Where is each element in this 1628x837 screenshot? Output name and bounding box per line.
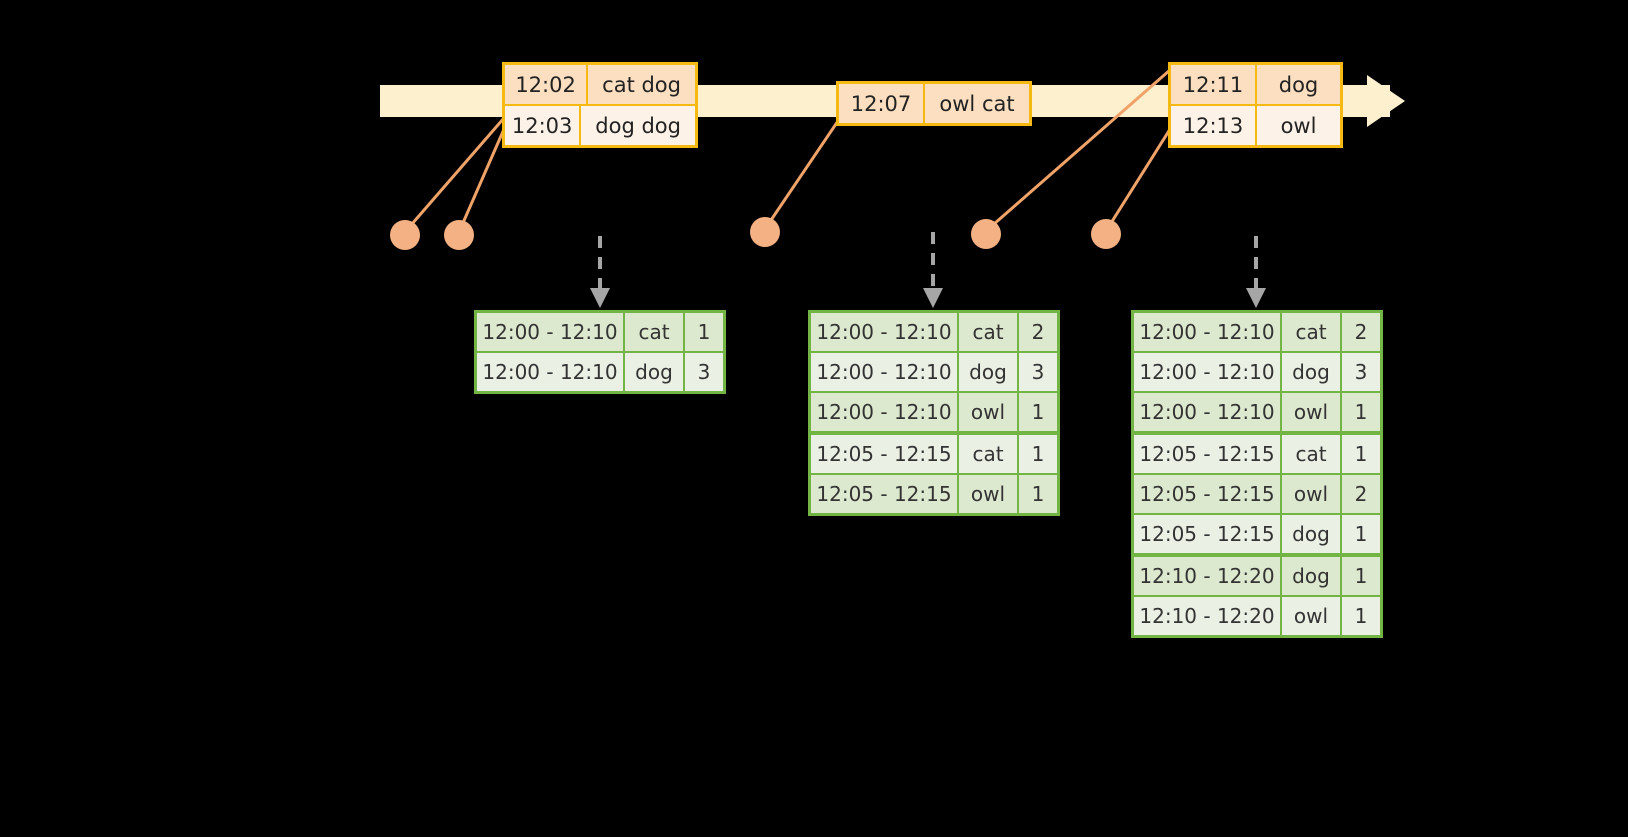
event-value: dog dog: [581, 106, 695, 145]
connector-line: [763, 116, 842, 231]
emit-arrow-head-icon: [1246, 288, 1266, 308]
key-cell: owl: [1282, 475, 1342, 513]
event-value: owl cat: [925, 84, 1029, 123]
count-cell: 3: [1342, 353, 1380, 391]
event-box-a[interactable]: 12:02 cat dog 12:03 dog dog: [502, 62, 698, 148]
connector-line: [403, 116, 506, 234]
key-cell: dog: [1282, 353, 1342, 391]
count-cell: 1: [1342, 597, 1380, 635]
key-cell: dog: [1282, 515, 1342, 553]
window-cell: 12:00 - 12:10: [811, 313, 959, 351]
window-cell: 12:00 - 12:10: [1134, 393, 1282, 431]
key-cell: dog: [625, 353, 685, 391]
connector-line: [457, 118, 510, 234]
window-cell: 12:10 - 12:20: [1134, 557, 1282, 595]
event-row: 12:07 owl cat: [839, 84, 1029, 123]
window-cell: 12:00 - 12:10: [477, 313, 625, 351]
key-cell: cat: [959, 435, 1019, 473]
event-row: 12:11 dog: [1171, 65, 1340, 104]
window-cell: 12:00 - 12:10: [1134, 353, 1282, 391]
event-box-c[interactable]: 12:11 dog 12:13 owl: [1168, 62, 1343, 148]
key-cell: owl: [1282, 597, 1342, 635]
count-cell: 1: [1342, 515, 1380, 553]
window-cell: 12:05 - 12:15: [811, 435, 959, 473]
event-value: owl: [1257, 106, 1340, 145]
count-cell: 2: [1342, 313, 1380, 351]
connector-line: [1104, 124, 1174, 233]
window-cell: 12:05 - 12:15: [1134, 475, 1282, 513]
key-cell: dog: [959, 353, 1019, 391]
event-time: 12:11: [1171, 65, 1257, 104]
event-time: 12:13: [1171, 106, 1257, 145]
count-cell: 3: [1019, 353, 1057, 391]
window-cell: 12:05 - 12:15: [811, 475, 959, 513]
window-cell: 12:00 - 12:10: [1134, 313, 1282, 351]
event-time: 12:02: [505, 65, 589, 104]
key-cell: dog: [1282, 557, 1342, 595]
count-cell: 1: [1019, 475, 1057, 513]
count-cell: 1: [1342, 435, 1380, 473]
key-cell: cat: [625, 313, 685, 351]
window-cell: 12:00 - 12:10: [477, 353, 625, 391]
event-row: 12:13 owl: [1171, 104, 1340, 145]
count-cell: 2: [1019, 313, 1057, 351]
window-cell: 12:00 - 12:10: [811, 353, 959, 391]
count-cell: 1: [1019, 393, 1057, 431]
count-cell: 1: [1019, 435, 1057, 473]
event-row: 12:02 cat dog: [505, 65, 695, 104]
key-cell: owl: [959, 475, 1019, 513]
timeline-arrowhead-icon: [1367, 75, 1405, 127]
event-time: 12:07: [839, 84, 925, 123]
window-cell: 12:05 - 12:15: [1134, 435, 1282, 473]
event-value: dog: [1257, 65, 1340, 104]
event-dot: [1091, 219, 1121, 249]
window-cell: 12:00 - 12:10: [811, 393, 959, 431]
key-cell: owl: [1282, 393, 1342, 431]
count-cell: 1: [685, 313, 723, 351]
count-cell: 1: [1342, 393, 1380, 431]
event-box-b[interactable]: 12:07 owl cat: [836, 81, 1032, 126]
event-dot: [750, 217, 780, 247]
key-cell: cat: [959, 313, 1019, 351]
count-cell: 1: [1342, 557, 1380, 595]
key-cell: cat: [1282, 313, 1342, 351]
emit-arrow-head-icon: [923, 288, 943, 308]
key-cell: cat: [1282, 435, 1342, 473]
window-cell: 12:10 - 12:20: [1134, 597, 1282, 635]
key-cell: owl: [959, 393, 1019, 431]
event-value: cat dog: [588, 65, 695, 104]
event-time: 12:03: [505, 106, 582, 145]
count-cell: 3: [685, 353, 723, 391]
window-cell: 12:05 - 12:15: [1134, 515, 1282, 553]
emit-arrow-head-icon: [590, 288, 610, 308]
event-dot: [444, 220, 474, 250]
count-cell: 2: [1342, 475, 1380, 513]
event-dot: [971, 219, 1001, 249]
event-row: 12:03 dog dog: [505, 104, 695, 145]
event-dot: [390, 220, 420, 250]
